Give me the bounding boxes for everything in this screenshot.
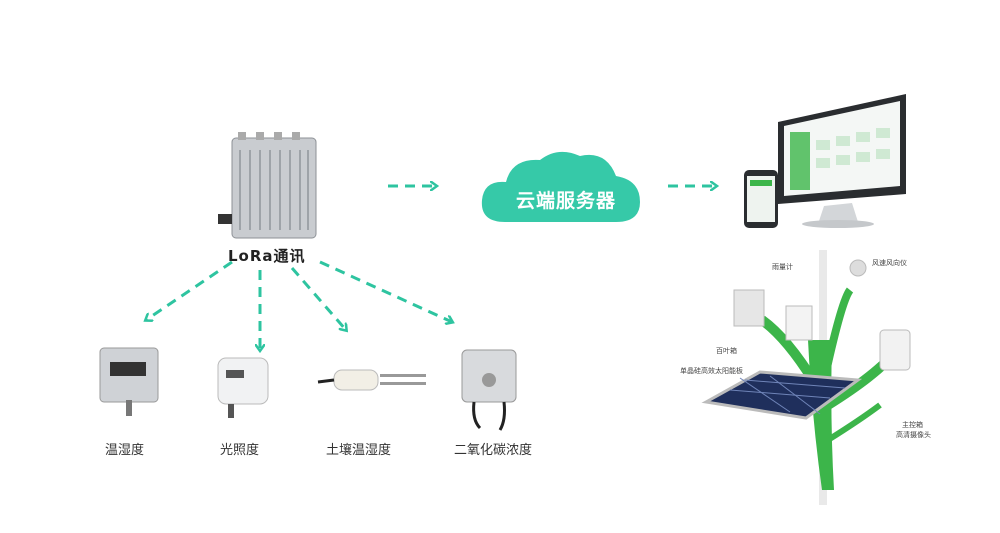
weather-station (701, 250, 911, 505)
sensor-label-co2: 二氧化碳浓度 (454, 443, 533, 458)
soil-sensor (317, 369, 426, 391)
co2-sensor (461, 349, 517, 431)
sensor-label-soil: 土壤温湿度 (326, 443, 392, 458)
monitor-device (778, 94, 906, 228)
temp-humidity-sensor (99, 347, 159, 416)
cloud-shape (481, 151, 640, 222)
arrow-to-sensor-4 (319, 260, 452, 322)
phone-device (744, 170, 778, 228)
callout-camera: 高清摄像头 (896, 431, 931, 439)
callout-control-box: 主控箱 (902, 421, 923, 429)
arrow-to-sensor-3 (290, 267, 346, 330)
callout-rain-gauge: 雨量计 (772, 263, 793, 271)
sensor-label-light: 光照度 (220, 443, 260, 458)
gateway-label: LoRa通讯 (228, 247, 306, 265)
callout-louver: 百叶箱 (716, 347, 737, 355)
callout-solar-panel: 单晶硅高效太阳能板 (680, 367, 743, 375)
light-sensor (217, 357, 269, 418)
cloud-label: 云端服务器 (516, 190, 617, 212)
arrow-to-sensor-1 (146, 260, 233, 320)
sensor-label-temp-humidity: 温湿度 (105, 443, 145, 458)
callout-wind: 风速风向仪 (872, 259, 907, 267)
lora-gateway-device (218, 132, 317, 239)
